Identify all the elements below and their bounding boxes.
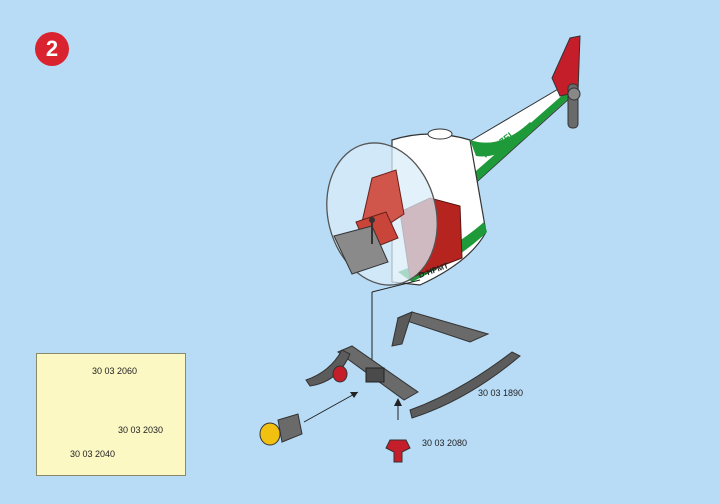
skid-assembly [306,312,520,418]
peg-part [386,398,410,462]
headlight-part [260,414,302,445]
part-number-peg: 30 03 2080 [422,438,467,448]
step-number-badge: 2 [35,32,69,66]
part-number-light: 30 03 2040 [70,449,115,459]
arrow-light [304,392,358,422]
part-number-connector: 30 03 2030 [118,425,163,435]
part-number-skid: 30 03 1890 [478,388,523,398]
part-number-clip: 30 03 2060 [92,366,137,376]
